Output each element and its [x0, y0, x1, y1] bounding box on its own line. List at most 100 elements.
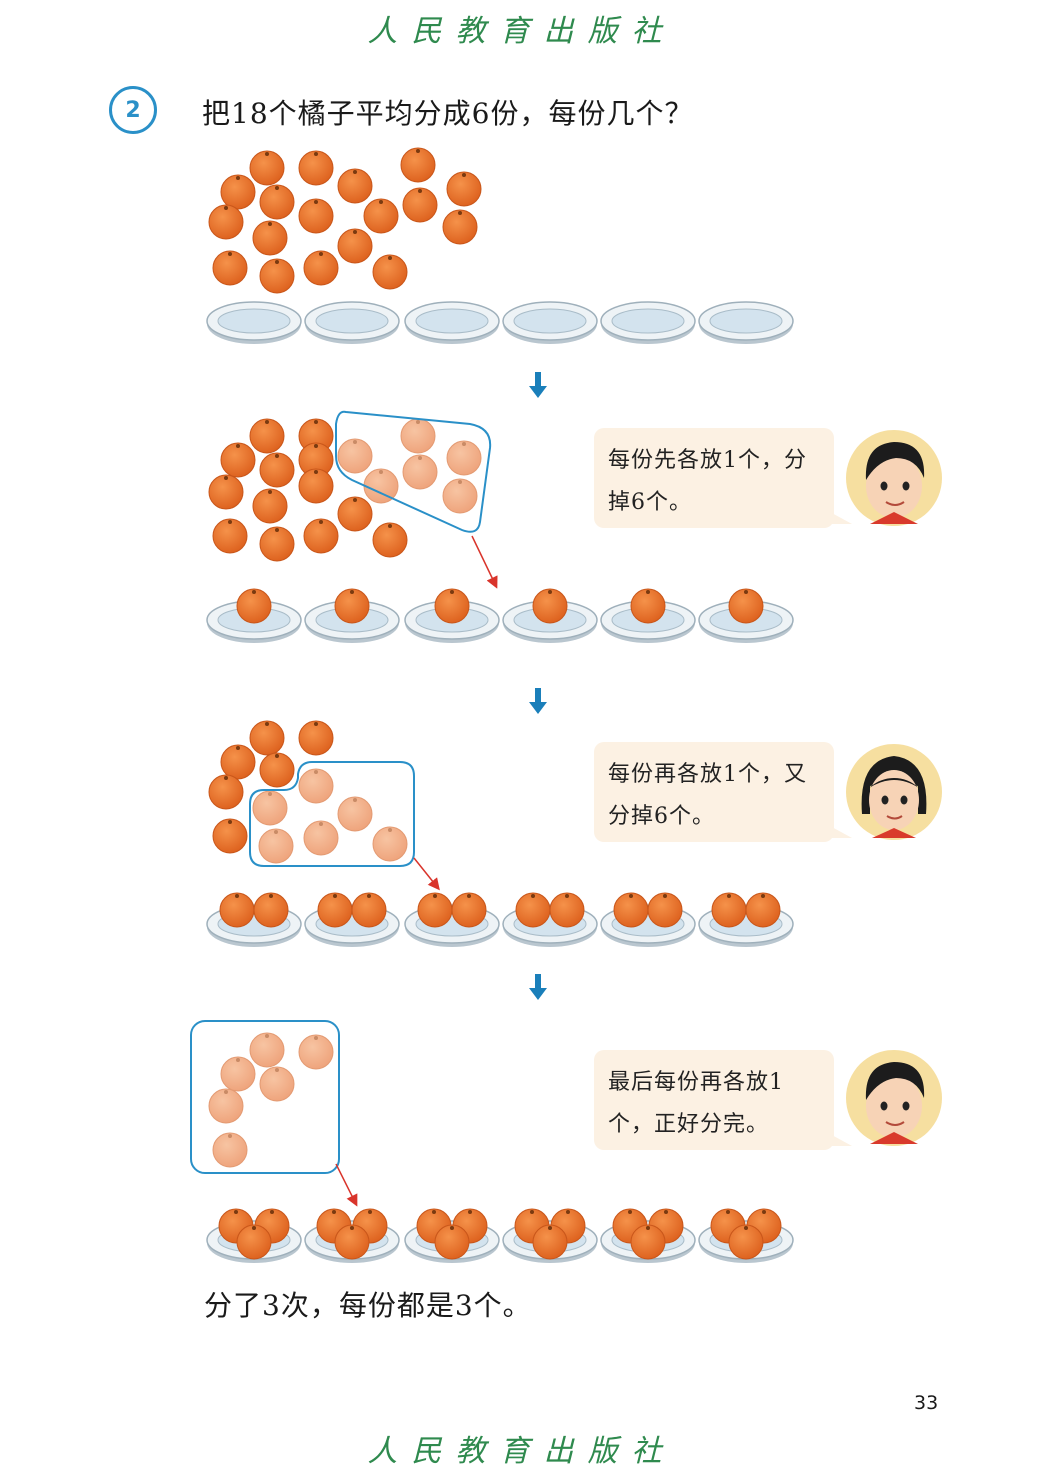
down-arrow-icon	[529, 372, 547, 398]
orange-faded-icon	[298, 768, 334, 804]
orange-icon	[259, 452, 295, 488]
boy-avatar	[846, 1050, 942, 1146]
orange-faded-icon	[259, 1066, 295, 1102]
orange-icon	[337, 228, 373, 264]
orange-icon	[549, 892, 585, 928]
orange-icon	[400, 147, 436, 183]
orange-icon	[298, 720, 334, 756]
down-arrow-icon	[529, 974, 547, 1000]
orange-icon	[434, 588, 470, 624]
orange-icon	[236, 588, 272, 624]
pointer-arrow-step2	[413, 857, 440, 891]
orange-icon	[212, 250, 248, 286]
orange-icon	[252, 488, 288, 524]
orange-icon	[219, 892, 255, 928]
plates-row-step1	[206, 588, 794, 643]
orange-faded-icon	[249, 1032, 285, 1068]
orange-icon	[728, 588, 764, 624]
plate-icon	[404, 301, 500, 344]
orange-pile-step2	[208, 720, 408, 864]
group-outline-step2	[249, 761, 415, 867]
boy-avatar	[846, 430, 942, 526]
plate-icon	[698, 301, 794, 344]
orange-icon	[220, 442, 256, 478]
girl-avatar	[846, 744, 942, 840]
plate-icon	[304, 301, 400, 344]
orange-icon	[442, 209, 478, 245]
orange-icon	[253, 892, 289, 928]
orange-faded-icon	[337, 796, 373, 832]
orange-faded-icon	[402, 454, 438, 490]
orange-pile-initial	[208, 147, 482, 294]
publisher-logo-bottom: 人民教育出版社	[367, 1434, 676, 1469]
orange-icon	[532, 1224, 568, 1260]
page-number: 33	[914, 1392, 939, 1414]
orange-icon	[303, 250, 339, 286]
orange-pile-step3	[208, 1032, 334, 1168]
orange-faded-icon	[258, 828, 294, 864]
orange-faded-icon	[252, 790, 288, 826]
orange-pile-step1	[208, 418, 482, 562]
orange-icon	[728, 1224, 764, 1260]
orange-icon	[212, 518, 248, 554]
orange-icon	[303, 518, 339, 554]
orange-icon	[337, 168, 373, 204]
orange-icon	[249, 150, 285, 186]
problem-number-badge: 2	[109, 86, 157, 134]
orange-icon	[220, 744, 256, 780]
orange-faded-icon	[337, 438, 373, 474]
orange-icon	[613, 892, 649, 928]
orange-icon	[532, 588, 568, 624]
orange-faded-icon	[298, 1034, 334, 1070]
group-outline-step1	[335, 410, 492, 533]
problem-question: 把18个橘子平均分成6份，每份几个？	[202, 97, 694, 130]
orange-icon	[337, 496, 373, 532]
orange-icon	[451, 892, 487, 928]
orange-faded-icon	[303, 820, 339, 856]
orange-icon	[372, 254, 408, 290]
orange-icon	[236, 1224, 272, 1260]
orange-icon	[334, 588, 370, 624]
orange-icon	[745, 892, 781, 928]
orange-icon	[249, 418, 285, 454]
pointer-arrow-step3	[335, 1163, 358, 1207]
orange-icon	[647, 892, 683, 928]
orange-icon	[259, 258, 295, 294]
speech-bubble-step1: 每份先各放1个，分掉6个。	[594, 428, 852, 528]
down-arrow-icon	[529, 688, 547, 714]
speech-bubble-step3: 最后每份再各放1个，正好分完。	[594, 1050, 852, 1150]
orange-icon	[259, 526, 295, 562]
orange-icon	[363, 198, 399, 234]
orange-faded-icon	[446, 440, 482, 476]
orange-icon	[259, 752, 295, 788]
orange-icon	[711, 892, 747, 928]
plate-icon	[502, 301, 598, 344]
orange-icon	[249, 720, 285, 756]
orange-icon	[351, 892, 387, 928]
orange-icon	[208, 474, 244, 510]
orange-icon	[259, 184, 295, 220]
orange-icon	[417, 892, 453, 928]
orange-icon	[252, 220, 288, 256]
orange-faded-icon	[212, 1132, 248, 1168]
orange-faded-icon	[400, 418, 436, 454]
orange-faded-icon	[442, 478, 478, 514]
orange-icon	[446, 171, 482, 207]
orange-icon	[212, 818, 248, 854]
orange-icon	[208, 204, 244, 240]
group-outline-step3	[190, 1020, 340, 1174]
plate-icon	[206, 301, 302, 344]
orange-icon	[208, 774, 244, 810]
speech-bubble-step2: 每份再各放1个，又分掉6个。	[594, 742, 852, 842]
plates-row-empty	[206, 301, 794, 344]
orange-icon	[630, 588, 666, 624]
orange-icon	[434, 1224, 470, 1260]
conclusion-text: 分了3次，每份都是3个。	[204, 1289, 532, 1322]
orange-faded-icon	[372, 826, 408, 862]
orange-icon	[334, 1224, 370, 1260]
plate-icon	[600, 301, 696, 344]
publisher-logo-top: 人民教育出版社	[367, 14, 676, 49]
orange-icon	[298, 198, 334, 234]
orange-icon	[298, 468, 334, 504]
